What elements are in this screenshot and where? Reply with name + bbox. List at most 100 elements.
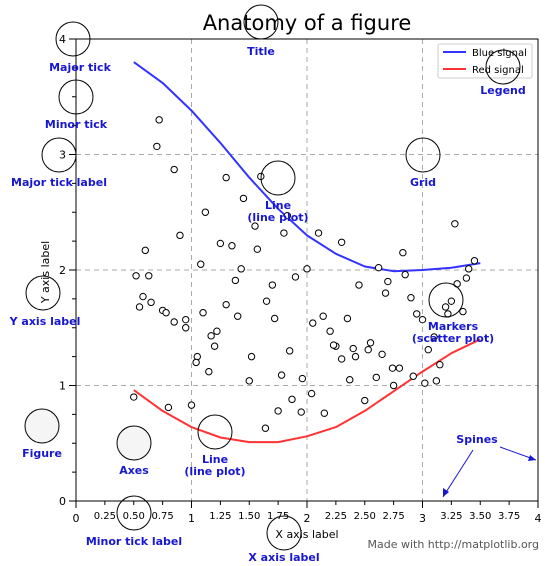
axes-marker <box>116 425 152 461</box>
y-axis-label-marker <box>25 275 61 311</box>
scatter-point <box>413 310 421 318</box>
scatter-point <box>197 260 205 268</box>
scatter-point <box>381 289 390 297</box>
x-minor-tick-label: 1.75 <box>267 511 289 522</box>
scatter-point <box>283 212 292 220</box>
annotation-legend: Legend <box>480 84 526 97</box>
scatter-point <box>139 292 147 301</box>
grid-marker <box>405 137 441 173</box>
scatter-point <box>401 270 409 279</box>
scatter-point <box>297 408 305 416</box>
major-tick-label-marker <box>41 137 77 173</box>
scatter-point <box>384 277 392 286</box>
scatter-point <box>245 377 253 385</box>
grid <box>76 39 538 501</box>
scatter-point <box>424 345 432 354</box>
y-axis-label: Y axis label <box>39 241 52 304</box>
scatter-point <box>337 238 346 246</box>
scatter-point <box>199 309 207 317</box>
scatter-point <box>187 401 196 409</box>
annotation-grid: Grid <box>410 176 436 189</box>
scatter-point <box>447 297 456 305</box>
x-minor-tick-label: 0.25 <box>94 511 116 522</box>
scatter-point <box>389 381 398 390</box>
scatter-point <box>351 352 360 361</box>
scatter-point <box>465 265 473 273</box>
line-marker-red <box>197 414 233 450</box>
scatter-point <box>132 272 140 280</box>
scatter-point <box>329 341 338 349</box>
legend-marker <box>485 49 521 85</box>
scatter-point <box>285 347 294 355</box>
annotations: Major tick Minor tick Major tick label T… <box>9 4 537 564</box>
spines-arrowhead-left <box>443 488 449 497</box>
scatter-point <box>170 165 178 174</box>
scatter-point <box>372 373 380 382</box>
scatter-point <box>395 364 404 372</box>
scatter-point <box>361 396 369 405</box>
scatter-point <box>234 312 242 320</box>
scatter-point <box>277 371 286 379</box>
scatter-point <box>147 298 155 307</box>
annotation-x-axis-label: X axis label <box>248 551 319 564</box>
scatter-point <box>280 229 288 237</box>
annotation-spines: Spines <box>456 433 498 446</box>
scatter-point <box>436 361 444 369</box>
scatter-point <box>288 395 296 404</box>
scatter-point <box>237 265 245 273</box>
scatter-point <box>407 294 415 302</box>
spines-arrow-left <box>442 449 474 498</box>
title-marker <box>243 4 279 40</box>
annotation-title: Title <box>247 45 275 58</box>
x-major-tick-label: 0 <box>73 512 80 525</box>
annotation-line-0: Line <box>265 199 291 212</box>
x-minor-tick-label: 2.75 <box>382 511 404 522</box>
minor-tick-label-marker <box>116 495 152 531</box>
x-minor-tick-label: 3.50 <box>469 511 491 522</box>
y-major-tick-label: 4 <box>59 33 66 46</box>
scatter-point <box>355 281 363 289</box>
scatter-point <box>432 377 441 385</box>
scatter-point <box>213 327 221 335</box>
scatter-point <box>205 367 213 376</box>
annotation-figure: Figure <box>22 447 62 460</box>
annotation-major-tick: Major tick <box>49 61 112 74</box>
annotation-line-1: (scatter plot) <box>412 332 494 345</box>
scatter-point <box>399 248 407 257</box>
scatter-point <box>228 242 236 250</box>
scatter-point <box>182 324 190 332</box>
x-minor-tick-label: 0.50 <box>123 511 145 522</box>
scatter-point <box>320 409 329 417</box>
scatter-point <box>346 376 354 384</box>
scatter-point <box>421 379 429 387</box>
scatter-point <box>262 297 271 305</box>
scatter-point <box>145 272 153 280</box>
scatter-point <box>309 319 317 327</box>
scatter-point <box>247 352 256 361</box>
x-minor-tick-label: 1.25 <box>209 511 231 522</box>
scatter-point <box>207 332 215 340</box>
scatter-point <box>378 350 386 359</box>
series-layer <box>130 61 481 444</box>
scatter-point <box>270 314 279 323</box>
y-major-tick-label: 1 <box>59 380 66 393</box>
scatter-point <box>307 389 316 398</box>
legend-red-label: Red signal <box>472 65 524 76</box>
annotation-line-0: Line <box>202 453 228 466</box>
scatter-point <box>253 245 262 253</box>
legend: Blue signal Red signal <box>437 43 533 79</box>
scatter-point <box>216 239 225 248</box>
x-major-tick-label: 3 <box>419 512 426 525</box>
scatter-point <box>176 231 184 240</box>
x-minor-tick-label: 0.75 <box>151 511 173 522</box>
line-marker-blue <box>260 160 296 196</box>
scatter-point <box>374 263 383 272</box>
x-minor-tick-label: 2.25 <box>325 511 347 522</box>
scatter-point <box>388 364 397 372</box>
annotation-line-blue: Line(line plot) <box>247 199 308 224</box>
x-minor-tick-label: 3.25 <box>440 511 462 522</box>
markers-marker <box>428 282 464 318</box>
scatter-point <box>314 229 323 237</box>
